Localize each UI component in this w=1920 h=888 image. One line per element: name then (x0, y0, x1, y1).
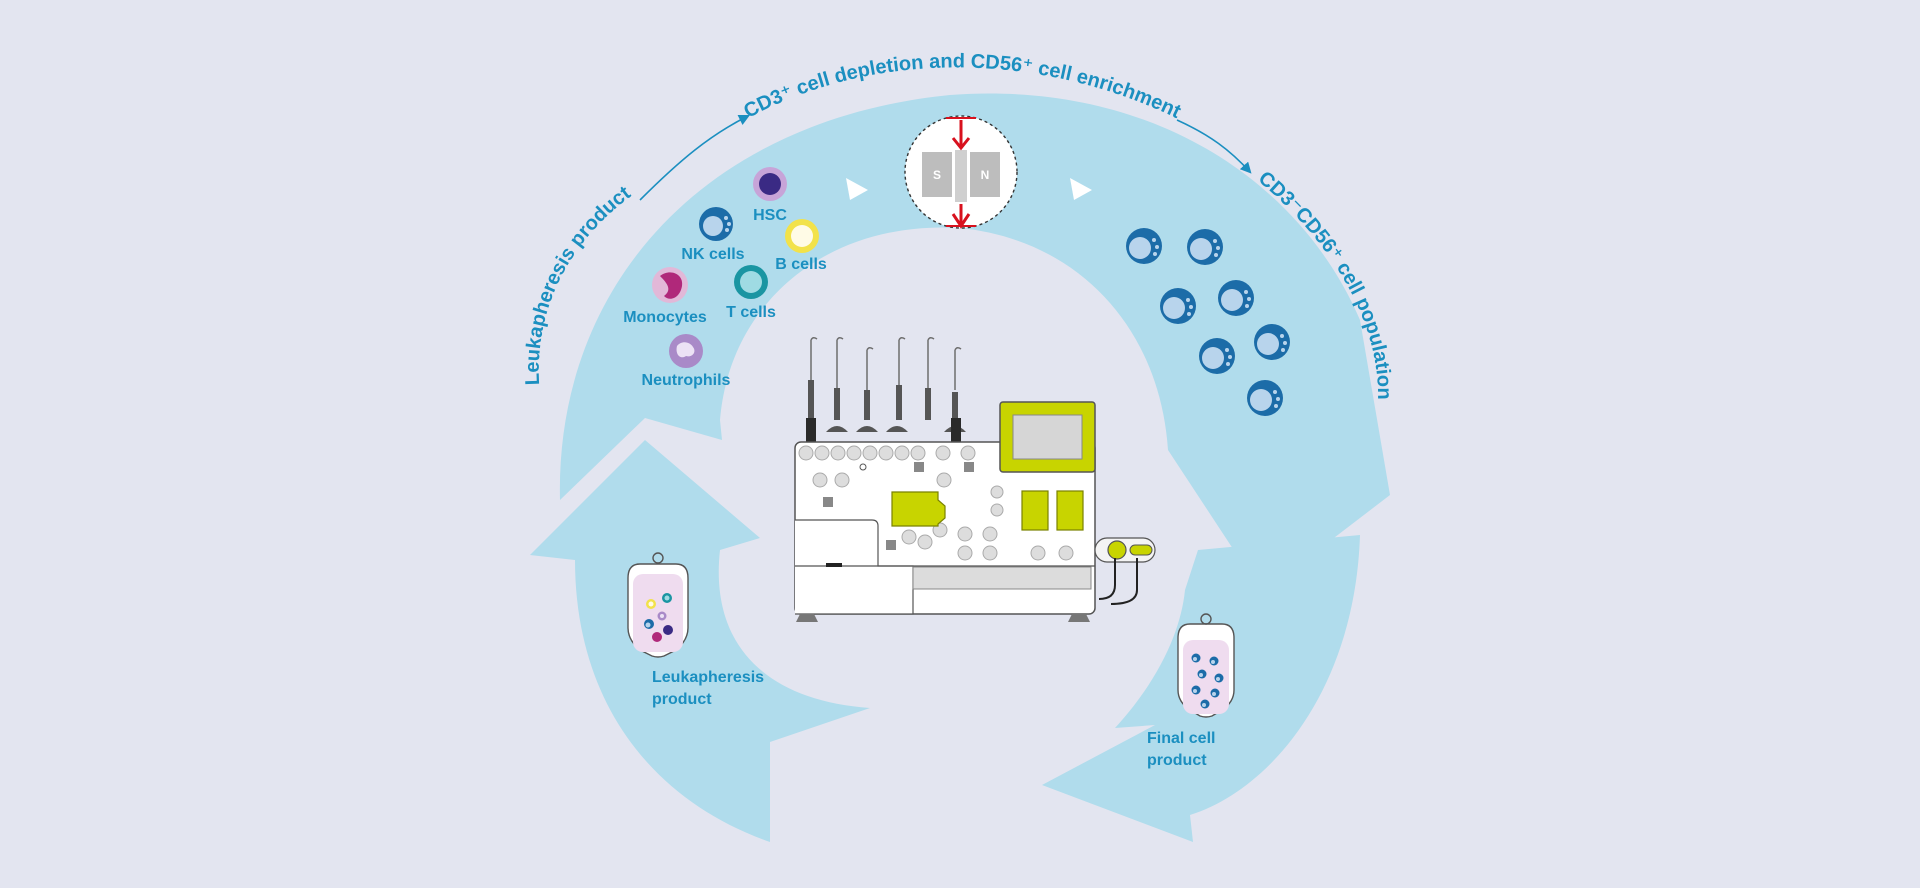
monocyte-cell-icon (652, 267, 688, 303)
hsc-cell-icon (753, 167, 787, 201)
monocytes-label: Monocytes (623, 309, 707, 326)
nk-cell-output-2 (1187, 229, 1223, 265)
b-cell-icon (785, 219, 819, 253)
arc-arrow-right (1176, 119, 1252, 174)
nk-cell-output-1 (1126, 228, 1162, 264)
final-bag-label-line1: Final cell (1147, 730, 1215, 747)
nk-cell-output-3 (1160, 288, 1196, 324)
direction-arrow-2 (1070, 178, 1092, 200)
hsc-label: HSC (753, 207, 787, 224)
nk-cell-icon (699, 207, 733, 241)
final-product-bag-icon (1177, 613, 1235, 718)
magnet-separation-icon: S N (904, 115, 1018, 229)
neutrophil-cell-icon (669, 334, 703, 368)
input-cells: HSC NK cells B cells Monocytes T cells N… (623, 167, 827, 389)
nk-cell-output-7 (1247, 380, 1283, 416)
bag-hanger-poles (810, 336, 962, 390)
cell-separation-device (794, 336, 1156, 622)
nk-cells-label: NK cells (681, 246, 744, 263)
nk-cell-output-5 (1199, 338, 1235, 374)
t-cells-label: T cells (726, 304, 776, 321)
cycle-arrow-top (559, 93, 1390, 593)
arc-arrow-left (639, 114, 751, 201)
leukapheresis-bag-icon (627, 552, 689, 658)
input-bag-label-line1: Leukapheresis (652, 669, 764, 686)
input-bag-label-line2: product (652, 691, 712, 708)
neutrophils-label: Neutrophils (642, 372, 731, 389)
t-cell-icon (734, 265, 768, 299)
direction-arrow-1 (846, 178, 868, 200)
magnet-south-label: S (933, 168, 941, 182)
device-valves (798, 445, 1074, 561)
cycle-arrow-left (530, 440, 870, 842)
b-cells-label: B cells (775, 256, 827, 273)
nk-cell-output-4 (1218, 280, 1254, 316)
tubing-holders (806, 380, 966, 444)
nk-cell-output-6 (1254, 324, 1290, 360)
device-rotor-panel (891, 491, 946, 527)
output-nk-cells (1126, 228, 1290, 416)
final-bag-label-line2: product (1147, 752, 1207, 769)
magnet-north-label: N (981, 168, 990, 182)
